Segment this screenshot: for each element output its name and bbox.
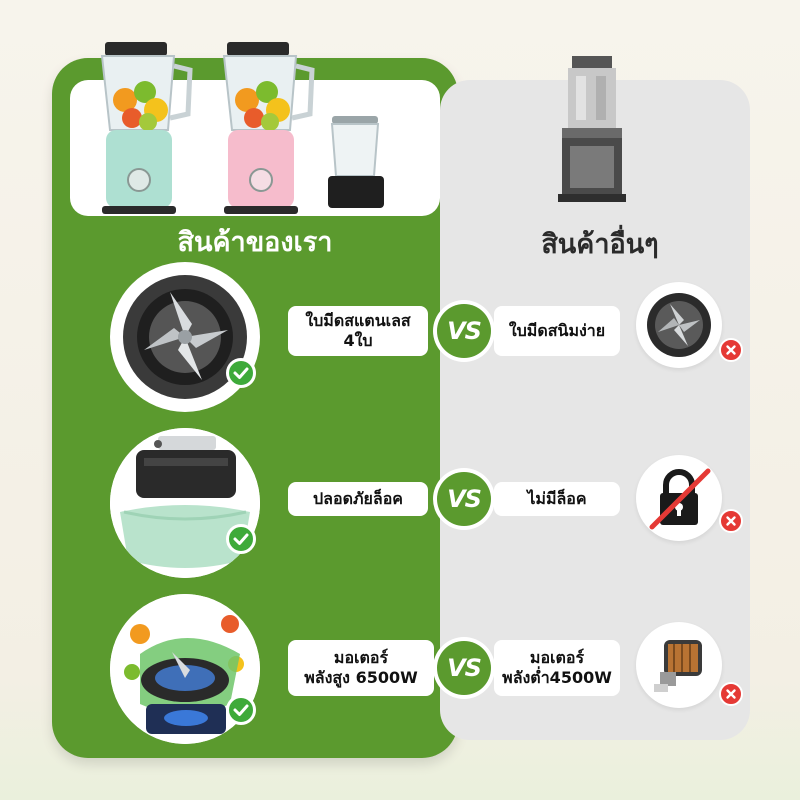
other-product-title: สินค้าอื่นๆ — [541, 229, 659, 260]
product-blenders-image — [100, 42, 384, 214]
vs-badge: VS — [437, 641, 491, 695]
other-blender-image — [558, 56, 626, 202]
cross-icon — [719, 682, 743, 706]
our-product-title: สินค้าของเรา — [177, 227, 333, 258]
our-motor-label: มอเตอร์ พลังสูง 6500W — [288, 640, 434, 696]
other-blade-label: ใบมีดสนิมง่าย — [494, 306, 620, 356]
our-blade-label: ใบมีดสแตนเลส 4ใบ — [288, 306, 428, 356]
cross-icon — [719, 509, 743, 533]
check-icon — [226, 358, 256, 388]
rusty-blade-photo — [636, 282, 722, 368]
cross-icon — [719, 338, 743, 362]
other-lock-label: ไม่มีล็อค — [494, 482, 620, 516]
check-icon — [226, 695, 256, 725]
grinder-cup-image — [328, 116, 384, 208]
vs-badge: VS — [437, 472, 491, 526]
safety-lock-photo — [110, 428, 260, 578]
our-lock-label: ปลอดภัยล็อค — [288, 482, 428, 516]
weak-motor-photo — [636, 622, 722, 708]
other-motor-label: มอเตอร์ พลังต่ำ4500W — [494, 640, 620, 696]
vs-badge: VS — [437, 304, 491, 358]
pink-blender-image — [222, 42, 315, 214]
check-icon — [226, 524, 256, 554]
stainless-blade-photo — [110, 262, 260, 412]
no-lock-icon — [636, 455, 722, 541]
green-blender-image — [100, 42, 193, 214]
